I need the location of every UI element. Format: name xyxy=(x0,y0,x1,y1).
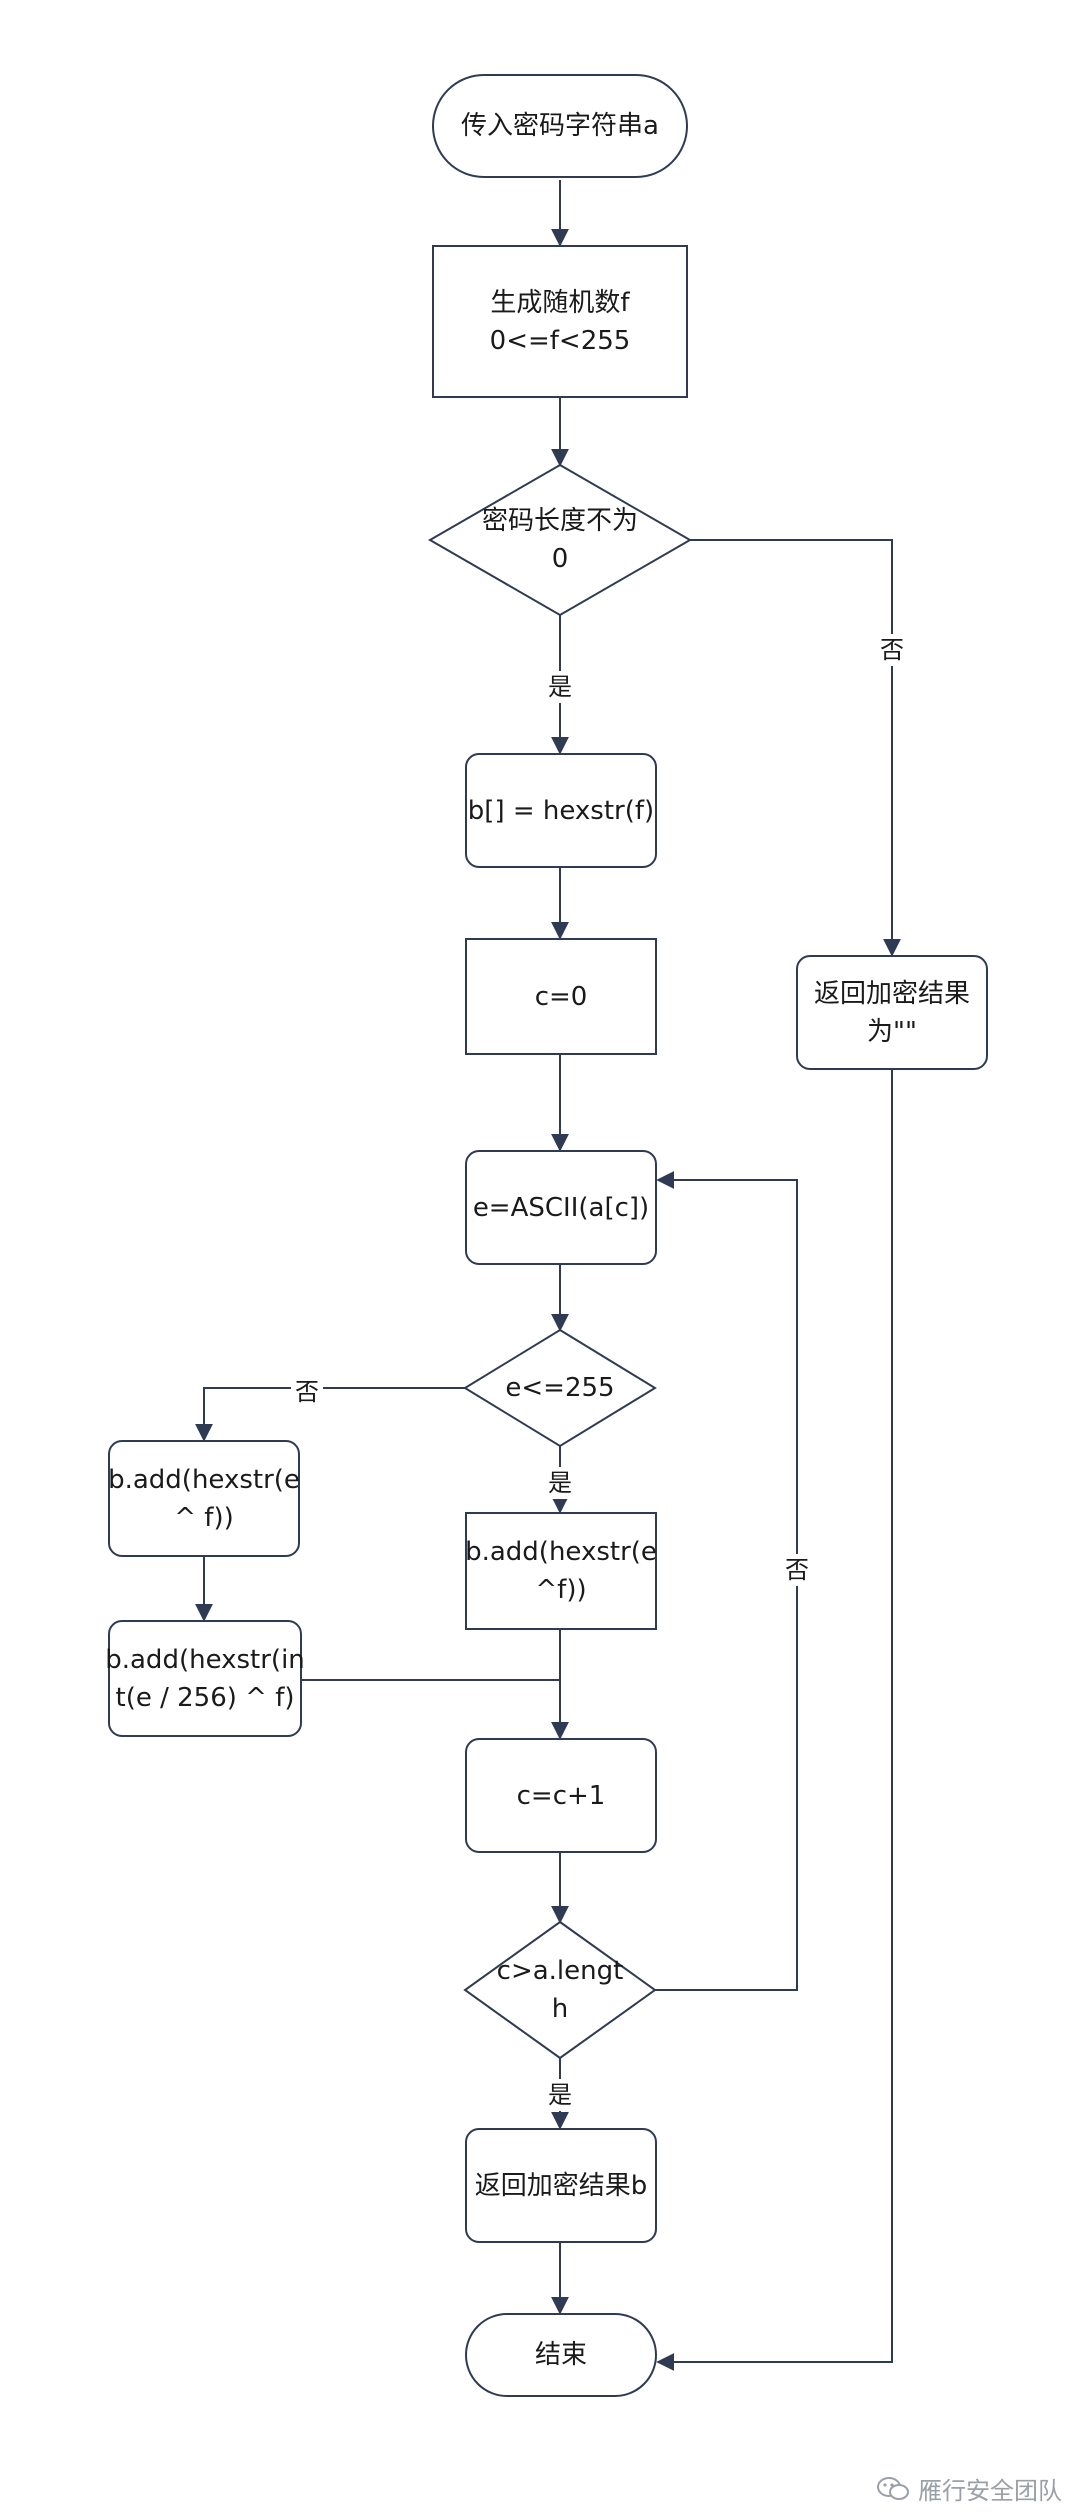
init-c-label: c=0 xyxy=(534,981,588,1012)
edge-ccheck-no-loop xyxy=(655,1171,798,1991)
start-node: 传入密码字符串a xyxy=(432,74,688,178)
generate-random-label: 生成随机数f 0<=f<255 xyxy=(489,287,631,356)
return-empty-node: 返回加密结果 为"" xyxy=(796,955,988,1070)
add-xor-mid-node: b.add(hexstr(e ^f)) xyxy=(465,1512,657,1630)
increment-c-node: c=c+1 xyxy=(465,1738,657,1853)
init-b-node: b[] = hexstr(f) xyxy=(465,753,657,868)
diamond-e-check xyxy=(463,1328,657,1448)
return-empty-label: 返回加密结果 为"" xyxy=(813,978,970,1047)
add-int-left-label: b.add(hexstr(in t(e / 256) ^ f) xyxy=(105,1644,305,1713)
add-xor-left-label: b.add(hexstr(e ^ f)) xyxy=(108,1464,300,1533)
edge-echeck-no-to-left xyxy=(195,1387,465,1442)
increment-c-label: c=c+1 xyxy=(516,1780,606,1811)
add-xor-left-node: b.add(hexstr(e ^ f)) xyxy=(108,1440,300,1557)
init-c-node: c=0 xyxy=(465,938,657,1055)
edge-label-yes-2: 是 xyxy=(544,1467,576,1499)
add-int-left-node: b.add(hexstr(in t(e / 256) ^ f) xyxy=(105,1620,305,1737)
add-xor-mid-label: b.add(hexstr(e ^f)) xyxy=(465,1537,657,1605)
diamond-c-check xyxy=(463,1920,657,2060)
edge-empty-to-end xyxy=(656,1070,893,2371)
edge-label-no-2: 否 xyxy=(291,1376,323,1408)
init-b-label: b[] = hexstr(f) xyxy=(467,795,655,826)
end-node: 结束 xyxy=(465,2313,657,2397)
wechat-icon xyxy=(877,2476,909,2500)
edge-label-no-1: 否 xyxy=(876,634,908,666)
edge-label-yes-1: 是 xyxy=(544,671,576,703)
end-label: 结束 xyxy=(534,2340,587,2370)
generate-random-node: 生成随机数f 0<=f<255 xyxy=(432,245,688,398)
return-b-node: 返回加密结果b xyxy=(465,2128,657,2243)
edge-len-no-to-empty xyxy=(690,539,901,957)
start-label: 传入密码字符串a xyxy=(461,111,659,141)
get-ascii-label: e=ASCII(a[c]) xyxy=(472,1192,650,1223)
watermark-text: 雁行安全团队 xyxy=(918,2477,1062,2505)
watermark: 雁行安全团队 xyxy=(876,2471,1062,2506)
return-b-label: 返回加密结果b xyxy=(474,2170,648,2201)
diamond-len-check xyxy=(427,463,693,617)
get-ascii-node: e=ASCII(a[c]) xyxy=(465,1150,657,1265)
edge-label-yes-3: 是 xyxy=(544,2079,576,2111)
edge-label-no-3: 否 xyxy=(781,1554,813,1586)
